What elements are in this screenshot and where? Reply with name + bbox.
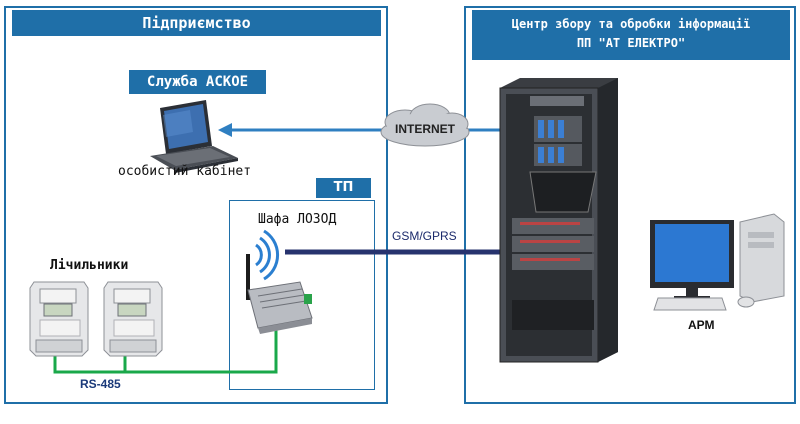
modem-icon — [247, 281, 313, 334]
center-title-line1: Центр збору та обробки інформації — [511, 17, 751, 31]
center-title-line2: ПП "АТ ЕЛЕКТРО" — [576, 36, 686, 50]
internet-arrowhead — [218, 123, 232, 137]
askoe-label: Служба АСКОЕ — [129, 70, 266, 94]
meter-icon-1 — [29, 281, 89, 357]
cabinet-label: Шафа ЛОЗОД — [258, 212, 337, 227]
laptop-caption: особистий кабінет — [118, 164, 252, 179]
gsm-label: GSM/GPRS — [392, 229, 457, 243]
internet-label: INTERNET — [395, 122, 455, 136]
server-rack-icon — [499, 78, 618, 363]
internet-cloud-icon — [380, 103, 470, 147]
meter-icon-2 — [103, 281, 163, 357]
workstation-icon — [650, 213, 785, 311]
rs485-bus — [53, 330, 278, 374]
tp-label: ТП — [316, 178, 371, 198]
meters-label: Лічильники — [50, 258, 129, 273]
laptop-icon — [150, 100, 238, 173]
enterprise-title: Підприємство — [12, 10, 381, 36]
antenna-icon — [246, 229, 280, 300]
center-title: Центр збору та обробки інформації ПП "АТ… — [472, 10, 790, 60]
workstation-label: АРМ — [688, 318, 715, 332]
rs485-label: RS-485 — [80, 377, 121, 391]
